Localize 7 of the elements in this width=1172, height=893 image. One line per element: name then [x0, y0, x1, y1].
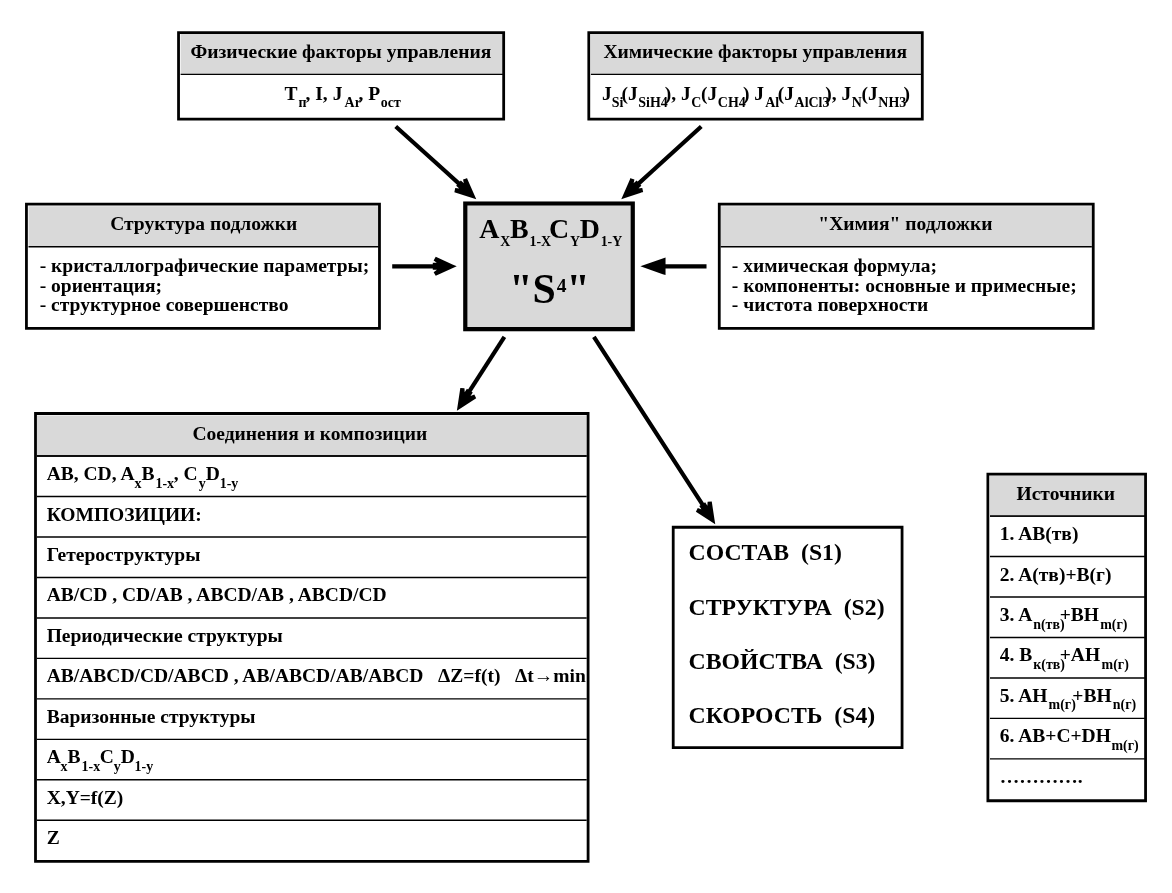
arrow — [392, 256, 454, 276]
arrow — [640, 256, 707, 275]
arrow — [394, 124, 475, 198]
node-box: СОСТАВ (S1) СТРУКТУРА (S2) СВОЙСТВА (S3) СКОРОСТЬ (S4) — [671, 525, 904, 749]
arrow — [622, 124, 703, 198]
arrow — [592, 335, 715, 522]
arrow — [457, 335, 507, 409]
